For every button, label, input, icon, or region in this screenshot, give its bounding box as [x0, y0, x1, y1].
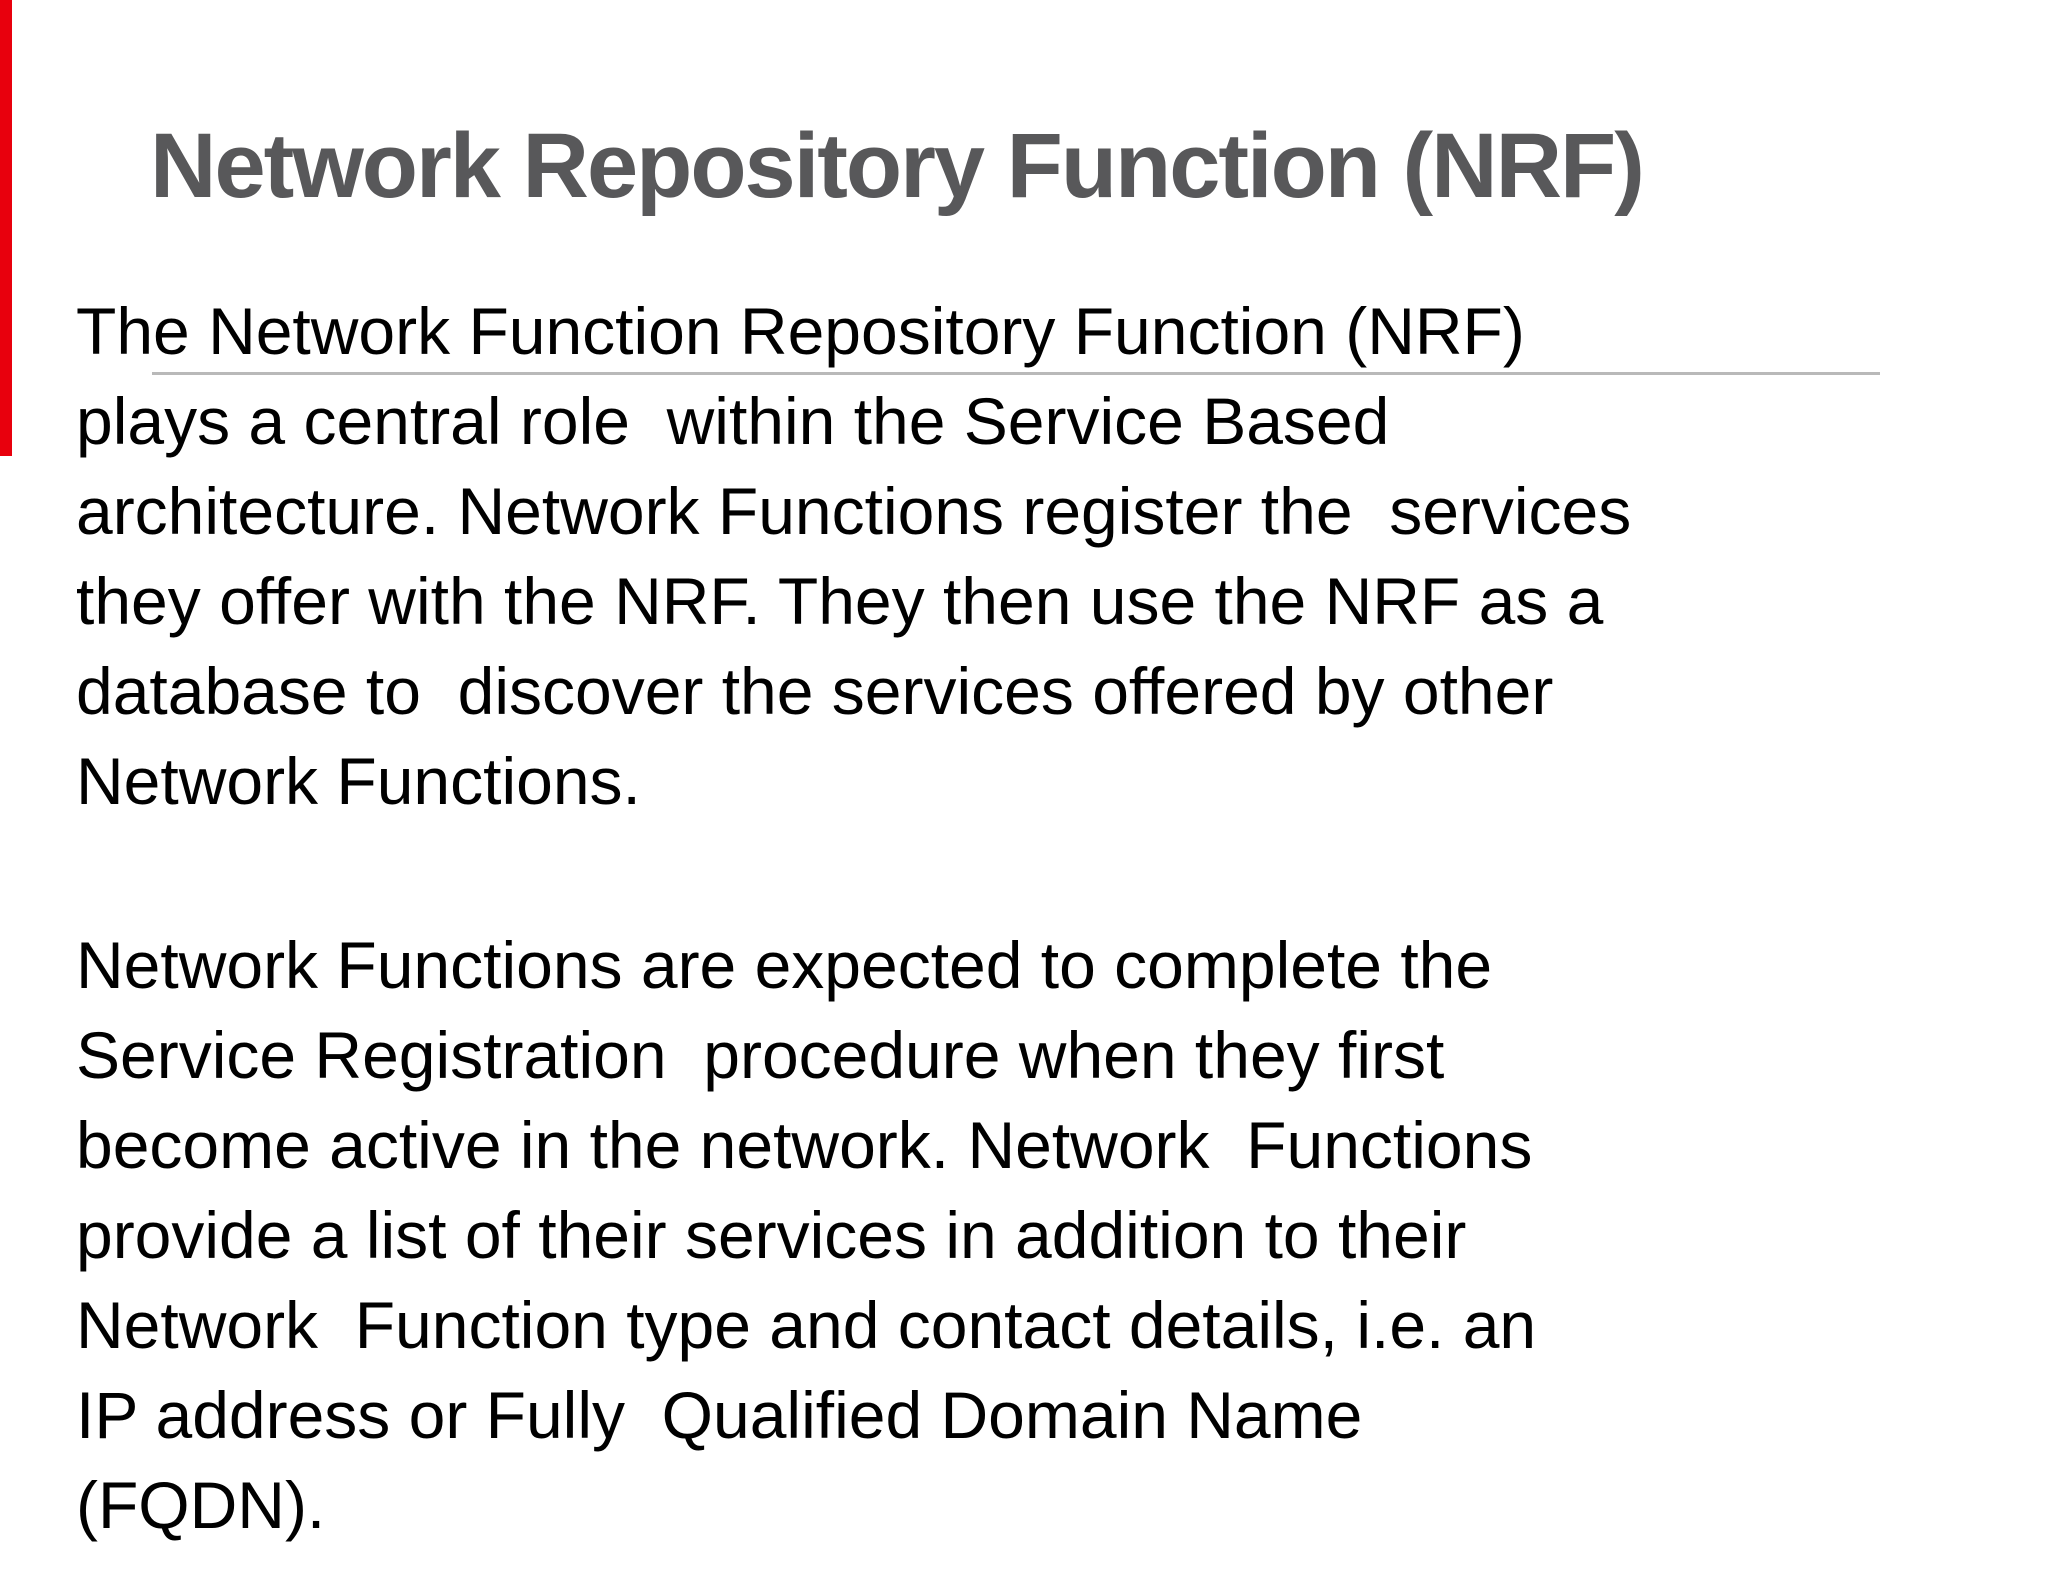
paragraph-service-registration: Network Functions are expected to comple…	[76, 920, 1536, 1550]
text-line: Service Registration procedure when they…	[76, 1018, 1445, 1092]
text-line: plays a central role within the Service …	[76, 384, 1390, 458]
paragraph-nrf-intro: The Network Function Repository Function…	[76, 286, 1631, 826]
text-line: (FQDN).	[76, 1468, 326, 1542]
text-line: Network Functions.	[76, 744, 641, 818]
text-line: become active in the network. Network Fu…	[76, 1108, 1533, 1182]
text-line: provide a list of their services in addi…	[76, 1198, 1467, 1272]
text-line: Network Function type and contact detail…	[76, 1288, 1537, 1362]
accent-bar	[0, 0, 12, 456]
text-line: they offer with the NRF. They then use t…	[76, 564, 1604, 638]
text-line: Network Functions are expected to comple…	[76, 928, 1493, 1002]
page-title: Network Repository Function (NRF)	[150, 115, 1645, 217]
first-line-underline	[152, 372, 1880, 375]
text-line: database to discover the services offere…	[76, 654, 1554, 728]
text-line: The Network Function Repository Function…	[76, 294, 1525, 368]
text-line: IP address or Fully Qualified Domain Nam…	[76, 1378, 1363, 1452]
text-line: architecture. Network Functions register…	[76, 474, 1632, 548]
